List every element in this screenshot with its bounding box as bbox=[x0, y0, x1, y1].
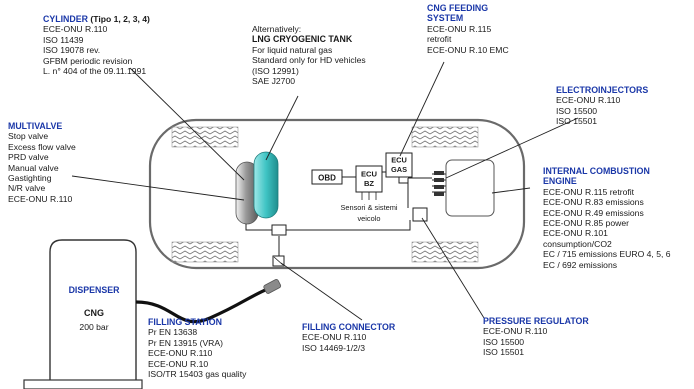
lng-label-block: Alternatively: LNG CRYOGENIC TANK For li… bbox=[252, 24, 366, 86]
multivalve-line: Excess flow valve bbox=[8, 141, 76, 152]
multivalve-title: MULTIVALVE bbox=[8, 121, 63, 131]
wheel-rear-right bbox=[411, 241, 479, 263]
ice-line: ECE-ONU R.49 emissions bbox=[543, 207, 644, 218]
pressure-regulator-line: ISO 15500 bbox=[483, 336, 525, 347]
ice-line: EC / 715 emissions EURO 4, 5, 6 bbox=[543, 249, 671, 260]
multivalve-line: ECE-ONU R.110 bbox=[8, 193, 73, 204]
dispenser bbox=[23, 239, 143, 389]
cylinder-title-suffix: (Tipo 1, 2, 3, 4) bbox=[90, 14, 150, 24]
vehicle-outline bbox=[148, 118, 526, 270]
ice-line: ECE-ONU R.115 retrofit bbox=[543, 186, 635, 197]
filling-station-line: Pr EN 13638 bbox=[148, 327, 198, 338]
multivalve-line: Stop valve bbox=[8, 131, 49, 142]
lng-line: Standard only for HD vehicles bbox=[252, 55, 366, 66]
lng-line: SAE J2700 bbox=[252, 76, 295, 87]
dispenser-fuel-block: CNG 200 bar bbox=[57, 308, 131, 333]
filling-station-line: ECE-ONU R.110 bbox=[148, 348, 213, 359]
multivalve-line: Gastighting bbox=[8, 173, 52, 184]
multivalve-line: Manual valve bbox=[8, 162, 59, 173]
filling-station-line: Pr EN 13915 (VRA) bbox=[148, 337, 223, 348]
cylinder-label-block: CYLINDER (Tipo 1, 2, 3, 4) ECE-ONU R.110… bbox=[43, 14, 150, 76]
cng-feeding-line: ECE-ONU R.10 EMC bbox=[427, 44, 509, 55]
filling-station-label-block: FILLING STATION Pr EN 13638 Pr EN 13915 … bbox=[148, 317, 246, 379]
electroinjectors-line: ECE-ONU R.110 bbox=[556, 95, 621, 106]
filling-connector-title: FILLING CONNECTOR bbox=[302, 322, 396, 332]
dispenser-fuel: CNG bbox=[84, 308, 104, 318]
wheel-front-right bbox=[411, 126, 479, 148]
electroinjectors-line: ISO 15500 bbox=[556, 105, 598, 116]
ice-line: consumption/CO2 bbox=[543, 238, 612, 249]
ecu-gas-box: ECU GAS bbox=[385, 152, 413, 178]
electroinjectors-label-block: ELECTROINJECTORS ECE-ONU R.110 ISO 15500… bbox=[556, 85, 648, 127]
pressure-regulator-line: ECE-ONU R.110 bbox=[483, 326, 548, 337]
cylinder-line: L. n° 404 of the 09.11.1991 bbox=[43, 66, 147, 77]
electroinjectors-title: ELECTROINJECTORS bbox=[556, 85, 649, 95]
lng-intro: Alternatively: bbox=[252, 24, 302, 34]
filling-connector-line: ECE-ONU R.110 bbox=[302, 332, 367, 343]
wheel-front-left bbox=[171, 126, 239, 148]
pressure-regulator-line: ISO 15501 bbox=[483, 347, 525, 358]
sensors-label-2: veicolo bbox=[357, 214, 380, 223]
pressure-regulator-title: PRESSURE REGULATOR bbox=[483, 316, 589, 326]
electroinjectors-line: ISO 15501 bbox=[556, 116, 598, 127]
cylinder-line: ISO 11439 bbox=[43, 34, 84, 45]
obd-label: OBD bbox=[318, 174, 336, 183]
nozzle bbox=[263, 279, 282, 294]
sensors-label-1: Sensori & sistemi bbox=[340, 203, 397, 212]
filling-station-title: FILLING STATION bbox=[148, 317, 222, 327]
ecu-bz-box: ECU BZ bbox=[355, 165, 383, 193]
pressure-regulator-box bbox=[412, 207, 428, 222]
filling-connector-label-block: FILLING CONNECTOR ECE-ONU R.110 ISO 1446… bbox=[302, 322, 395, 353]
sensor-wires bbox=[361, 192, 377, 200]
lng-line: (ISO 12991) bbox=[252, 65, 299, 76]
ecu-gas-label-2: GAS bbox=[391, 165, 407, 174]
ecu-bz-label-1: ECU bbox=[361, 170, 378, 179]
pressure-regulator-label-block: PRESSURE REGULATOR ECE-ONU R.110 ISO 155… bbox=[483, 316, 589, 358]
cng-feeding-title-1: CNG FEEDING bbox=[427, 3, 489, 13]
leader-lines bbox=[71, 61, 579, 321]
ice-label-block: INTERNAL COMBUSTION ENGINE ECE-ONU R.115… bbox=[543, 166, 671, 270]
cylinder-line: GFBM periodic revision bbox=[43, 55, 133, 66]
cylinder-title: CYLINDER bbox=[43, 14, 88, 24]
cng-feeding-label-block: CNG FEEDING SYSTEM ECE-ONU R.115 retrofi… bbox=[427, 3, 509, 55]
ice-line: EC / 692 emissions bbox=[543, 259, 618, 270]
cylinder-line: ISO 19078 rev. bbox=[43, 45, 101, 56]
engine-block bbox=[434, 159, 495, 217]
wheel-rear-left bbox=[171, 241, 239, 263]
dispenser-label-block: DISPENSER bbox=[57, 285, 131, 295]
filling-connector-box bbox=[271, 224, 287, 236]
lng-tank-shape bbox=[253, 151, 279, 219]
ecu-bz-label-2: BZ bbox=[364, 179, 374, 188]
lng-title: LNG CRYOGENIC TANK bbox=[252, 34, 353, 45]
filling-station-line: ISO/TR 15403 gas quality bbox=[148, 369, 247, 380]
multivalve-line: PRD valve bbox=[8, 152, 49, 163]
ecu-gas-link bbox=[398, 177, 408, 184]
ice-title-2: ENGINE bbox=[543, 176, 577, 187]
ice-line: ECE-ONU R.85 power bbox=[543, 218, 629, 229]
dispenser-pressure: 200 bar bbox=[79, 322, 109, 333]
ice-title-1: INTERNAL COMBUSTION bbox=[543, 166, 650, 176]
dispenser-hose bbox=[135, 286, 271, 324]
cng-feeding-line: ECE-ONU R.115 bbox=[427, 23, 492, 34]
multivalve-line: N/R valve bbox=[8, 183, 46, 194]
cylinder-line: ECE-ONU R.110 bbox=[43, 24, 108, 35]
ecu-gas-label-1: ECU bbox=[391, 156, 407, 165]
cng-feeding-line: retrofit bbox=[427, 34, 452, 45]
ice-line: ECE-ONU R.83 emissions bbox=[543, 197, 644, 208]
filling-station-line: ECE-ONU R.10 bbox=[148, 358, 209, 369]
dispenser-label: DISPENSER bbox=[68, 285, 120, 295]
lng-line: For liquid natural gas bbox=[252, 44, 333, 55]
cng-feeding-title-2: SYSTEM bbox=[427, 13, 464, 24]
multivalve-label-block: MULTIVALVE Stop valve Excess flow valve … bbox=[8, 121, 76, 204]
obd-box: OBD bbox=[311, 169, 343, 185]
ice-line: ECE-ONU R.101 bbox=[543, 228, 608, 239]
filling-connector-line: ISO 14469-1/2/3 bbox=[302, 342, 366, 353]
